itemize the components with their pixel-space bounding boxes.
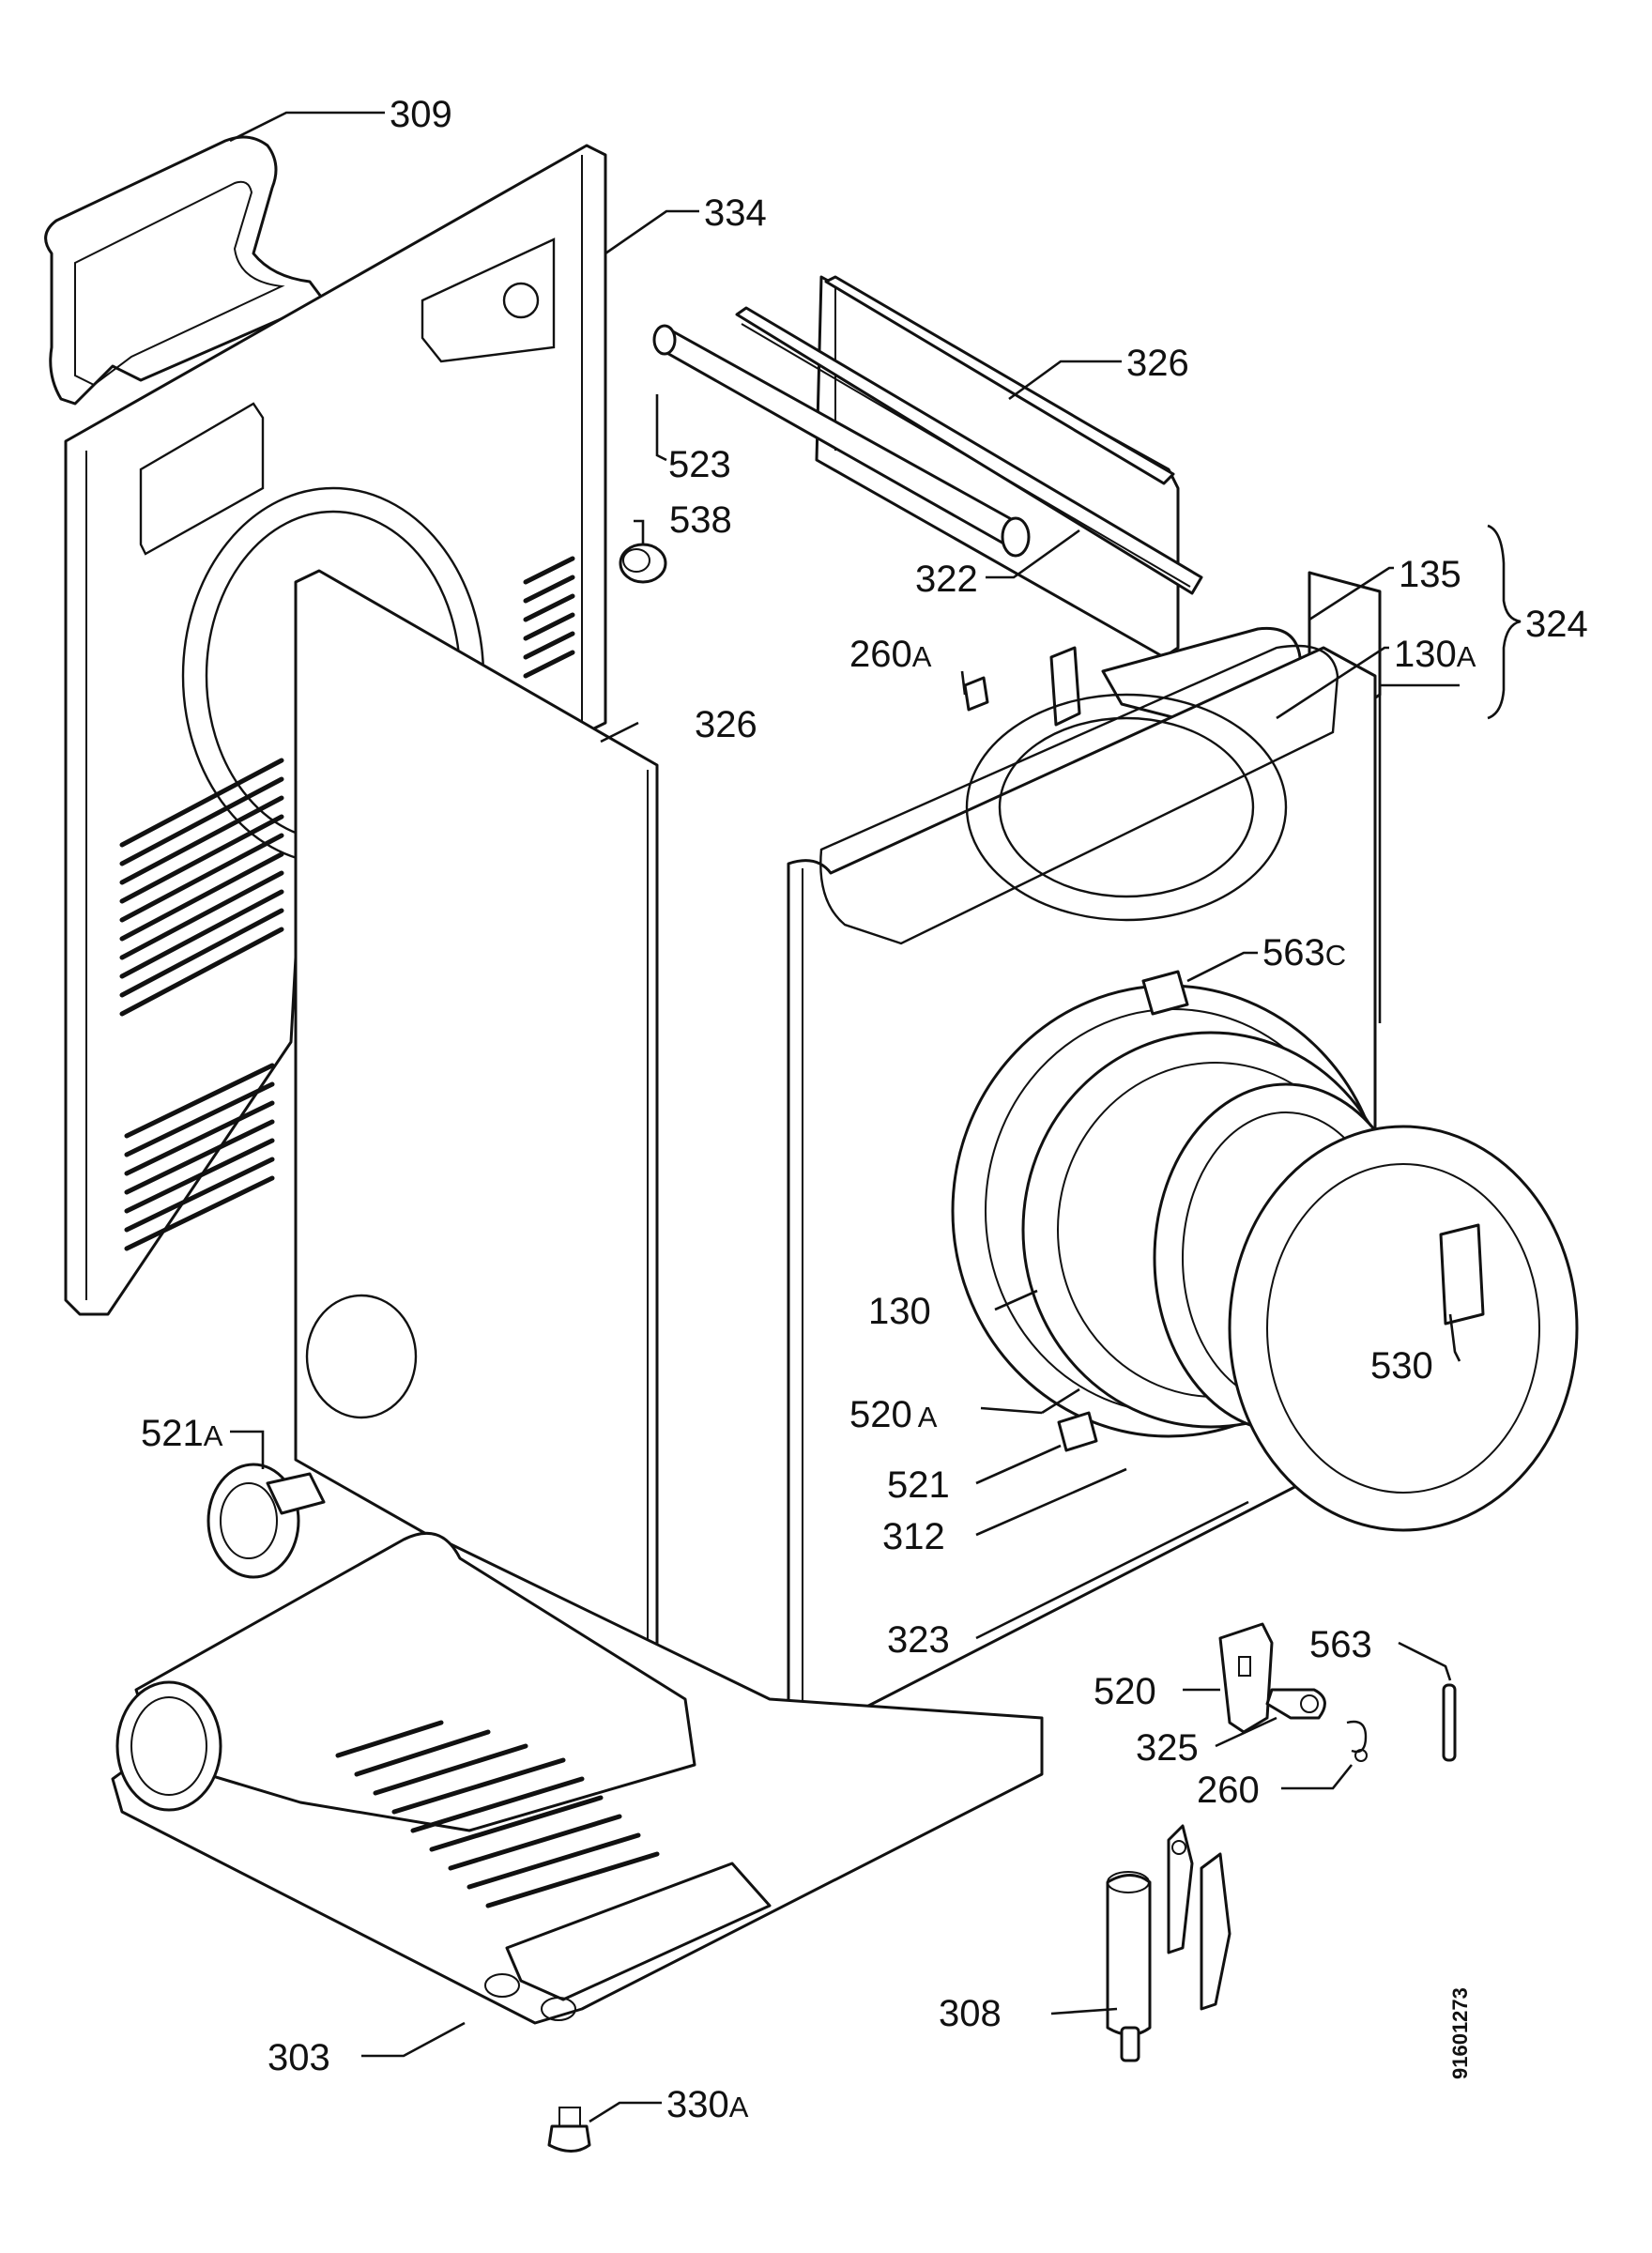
part-325-bracket — [1265, 1688, 1326, 1720]
part-322-strip — [735, 306, 1203, 595]
leader-lines — [229, 111, 1461, 2123]
part-521a-fan — [206, 1463, 326, 1579]
label-563c: 563C — [1262, 932, 1346, 973]
label-330a: 330A — [666, 2084, 749, 2125]
label-326-top: 326 — [1126, 343, 1189, 384]
label-130a: 130A — [1394, 634, 1476, 675]
part-523-rod — [652, 324, 1031, 558]
part-330a-foot — [547, 2107, 591, 2153]
part-260-spring — [1346, 1720, 1368, 1762]
document-number: 91601273 — [1448, 1987, 1472, 2079]
part-520-hinge-plate — [1218, 1622, 1274, 1734]
label-260: 260 — [1197, 1770, 1260, 1811]
part-303-base — [111, 1531, 1044, 2025]
part-563c-catch — [1141, 970, 1189, 1016]
label-521: 521 — [887, 1464, 950, 1506]
label-521a: 521A — [141, 1413, 223, 1454]
label-130: 130 — [868, 1291, 931, 1332]
part-308-hinge — [1106, 1824, 1231, 2062]
label-324: 324 — [1525, 604, 1588, 645]
part-563-pin — [1442, 1683, 1457, 1762]
part-530-door — [1228, 1125, 1579, 1532]
label-312: 312 — [882, 1516, 945, 1557]
label-538: 538 — [669, 499, 732, 541]
part-326-side-panel — [294, 569, 659, 1662]
bracket-324 — [1487, 524, 1522, 720]
label-563: 563 — [1309, 1624, 1372, 1665]
label-303: 303 — [268, 2037, 330, 2078]
label-325: 325 — [1136, 1727, 1199, 1769]
part-538-plug — [619, 543, 667, 584]
part-521-catch — [1057, 1411, 1098, 1452]
label-334: 334 — [704, 192, 767, 234]
label-323: 323 — [887, 1619, 950, 1661]
label-135: 135 — [1399, 554, 1461, 595]
part-260a-clip — [963, 676, 989, 712]
part-309-frame — [44, 135, 326, 406]
label-326-side: 326 — [695, 704, 757, 745]
label-523: 523 — [668, 444, 731, 485]
label-322: 322 — [915, 559, 978, 600]
label-530: 530 — [1370, 1345, 1433, 1387]
label-309: 309 — [390, 94, 452, 135]
label-308: 308 — [939, 1993, 1002, 2034]
label-520: 520 — [1094, 1671, 1156, 1712]
label-260a: 260A — [849, 634, 932, 675]
